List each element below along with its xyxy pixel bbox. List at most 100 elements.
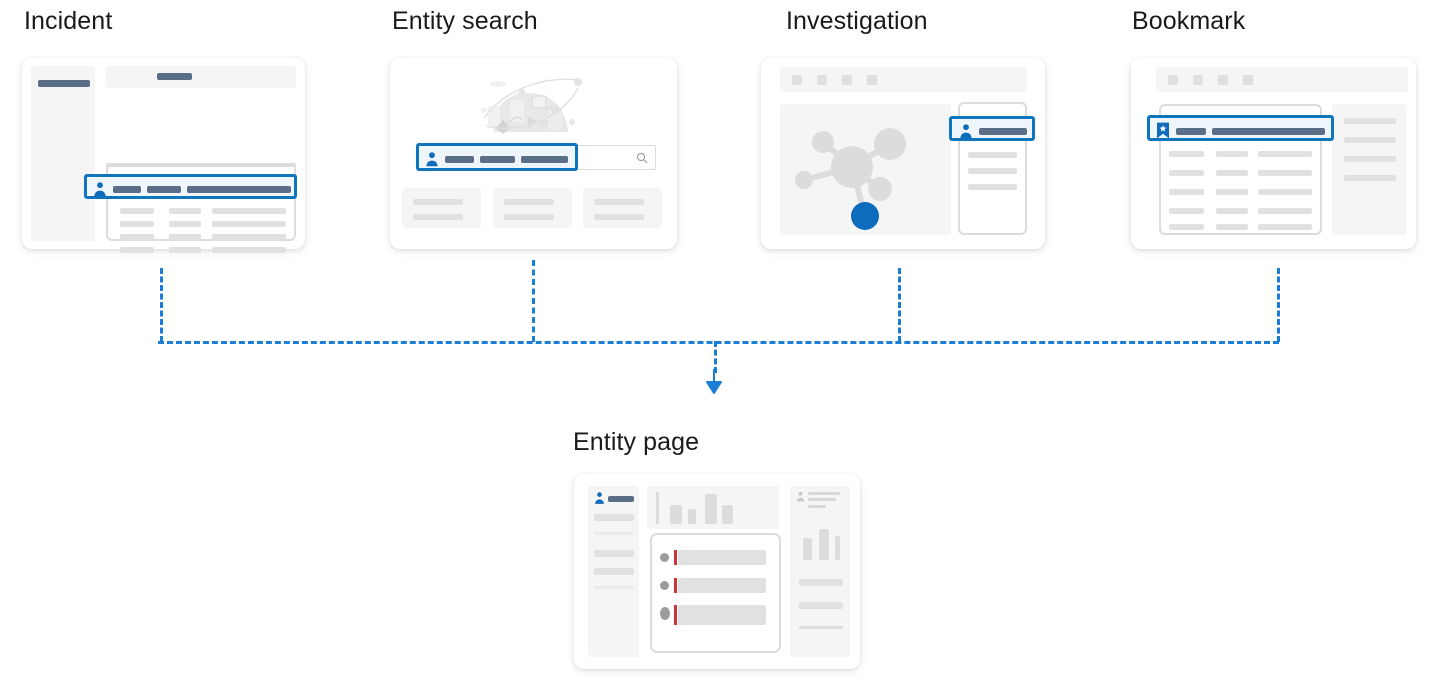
- toolbar-button[interactable]: [867, 75, 877, 85]
- connector-incident: [160, 268, 163, 342]
- incident-header-title-bar: [157, 73, 192, 80]
- tile-line: [413, 214, 463, 220]
- entity-search-token-1: [445, 156, 474, 163]
- chart-bar: [705, 494, 717, 524]
- table-cell: [1258, 151, 1312, 157]
- down-arrow-icon: [706, 369, 722, 394]
- rail-line: [594, 568, 634, 575]
- toolbar-button[interactable]: [1243, 75, 1253, 85]
- right-panel-line: [1344, 156, 1396, 162]
- rail-divider: [594, 586, 634, 589]
- table-cell: [212, 234, 286, 240]
- incident-row-cell-1: [113, 186, 141, 193]
- chart-axis: [656, 492, 659, 524]
- table-cell: [1258, 189, 1312, 195]
- toolbar-button[interactable]: [842, 75, 852, 85]
- severity-marker: [674, 578, 677, 593]
- card-bookmark[interactable]: [1131, 58, 1416, 249]
- rail-line: [594, 514, 634, 521]
- entity-search-result-tile[interactable]: [402, 188, 481, 228]
- side-panel-line: [968, 152, 1017, 158]
- investigation-graph-icon: [795, 128, 906, 230]
- person-icon: [426, 152, 438, 167]
- chart-bar: [722, 505, 733, 524]
- right-panel-line: [1344, 175, 1396, 181]
- chart-bar: [688, 509, 696, 524]
- table-cell: [1258, 224, 1312, 230]
- toolbar-button[interactable]: [792, 75, 802, 85]
- card-entity-page[interactable]: [574, 474, 860, 669]
- table-cell: [120, 234, 154, 240]
- bookmark-selected-row[interactable]: [1147, 115, 1334, 141]
- investigation-side-panel[interactable]: [958, 102, 1027, 235]
- table-cell: [120, 247, 154, 253]
- bookmark-row-cell-1: [1176, 128, 1206, 135]
- table-cell: [212, 208, 286, 214]
- tile-line: [504, 199, 554, 205]
- incident-table-outline: [106, 163, 296, 241]
- investigation-selected-entity-row[interactable]: [949, 116, 1035, 141]
- table-cell: [212, 221, 286, 227]
- card-title-entity-page: Entity page: [573, 428, 700, 456]
- chart-bar: [670, 505, 682, 524]
- entity-search-result-tile[interactable]: [493, 188, 572, 228]
- bookmark-icon: [1157, 122, 1169, 139]
- connector-to-entity-page: [714, 341, 717, 373]
- connector-investigation: [898, 268, 901, 342]
- side-panel-line: [968, 168, 1017, 174]
- table-cell: [169, 208, 201, 214]
- entity-search-selected-entity[interactable]: [416, 143, 578, 171]
- card-investigation[interactable]: [761, 58, 1045, 249]
- table-cell: [1169, 208, 1204, 214]
- incident-left-sidebar[interactable]: [31, 66, 95, 241]
- bookmark-row-cell-2: [1212, 128, 1325, 135]
- investigation-entity-name-bar: [979, 128, 1027, 135]
- bookmark-table-outline: [1159, 104, 1322, 235]
- right-rail-line: [808, 505, 826, 508]
- incident-row-cell-2: [147, 186, 181, 193]
- severity-marker: [674, 605, 677, 625]
- entity-search-token-3: [521, 156, 568, 163]
- incident-selected-entity-row[interactable]: [84, 174, 297, 199]
- right-rail-line: [808, 492, 840, 495]
- table-cell: [1169, 224, 1204, 230]
- timeline-row: [678, 605, 766, 625]
- incident-sidebar-active-item[interactable]: [38, 80, 90, 87]
- search-icon[interactable]: [636, 152, 648, 164]
- toolbar-button[interactable]: [1193, 75, 1203, 85]
- table-cell: [1216, 189, 1248, 195]
- tile-line: [504, 214, 554, 220]
- table-cell: [1169, 170, 1204, 176]
- right-rail-divider: [799, 626, 843, 629]
- person-icon: [796, 491, 805, 502]
- side-panel-line: [968, 184, 1017, 190]
- rail-line: [594, 550, 634, 557]
- bookmark-right-panel[interactable]: [1332, 104, 1406, 235]
- severity-marker: [674, 550, 677, 565]
- card-entity-search[interactable]: [390, 58, 677, 249]
- right-rail-line: [799, 602, 843, 609]
- timeline-dot: [660, 607, 670, 620]
- person-icon: [595, 492, 604, 504]
- rail-divider: [594, 532, 634, 535]
- table-cell: [1169, 151, 1204, 157]
- entity-search-result-tile[interactable]: [583, 188, 662, 228]
- toolbar-button[interactable]: [817, 75, 827, 85]
- right-rail-line: [808, 498, 836, 501]
- entity-page-right-rail[interactable]: [790, 486, 850, 657]
- tile-line: [594, 199, 644, 205]
- incident-header-strip: [106, 66, 296, 88]
- table-cell: [1258, 208, 1312, 214]
- table-cell: [1216, 151, 1248, 157]
- connector-entity-search: [532, 260, 535, 342]
- person-icon: [960, 124, 972, 139]
- toolbar-button[interactable]: [1218, 75, 1228, 85]
- table-cell: [1258, 170, 1312, 176]
- table-cell: [120, 221, 154, 227]
- right-rail-chart-bar: [835, 536, 840, 560]
- table-cell: [169, 221, 201, 227]
- tile-line: [413, 199, 463, 205]
- card-incident[interactable]: [22, 58, 305, 253]
- table-cell: [1216, 208, 1248, 214]
- toolbar-button[interactable]: [1168, 75, 1178, 85]
